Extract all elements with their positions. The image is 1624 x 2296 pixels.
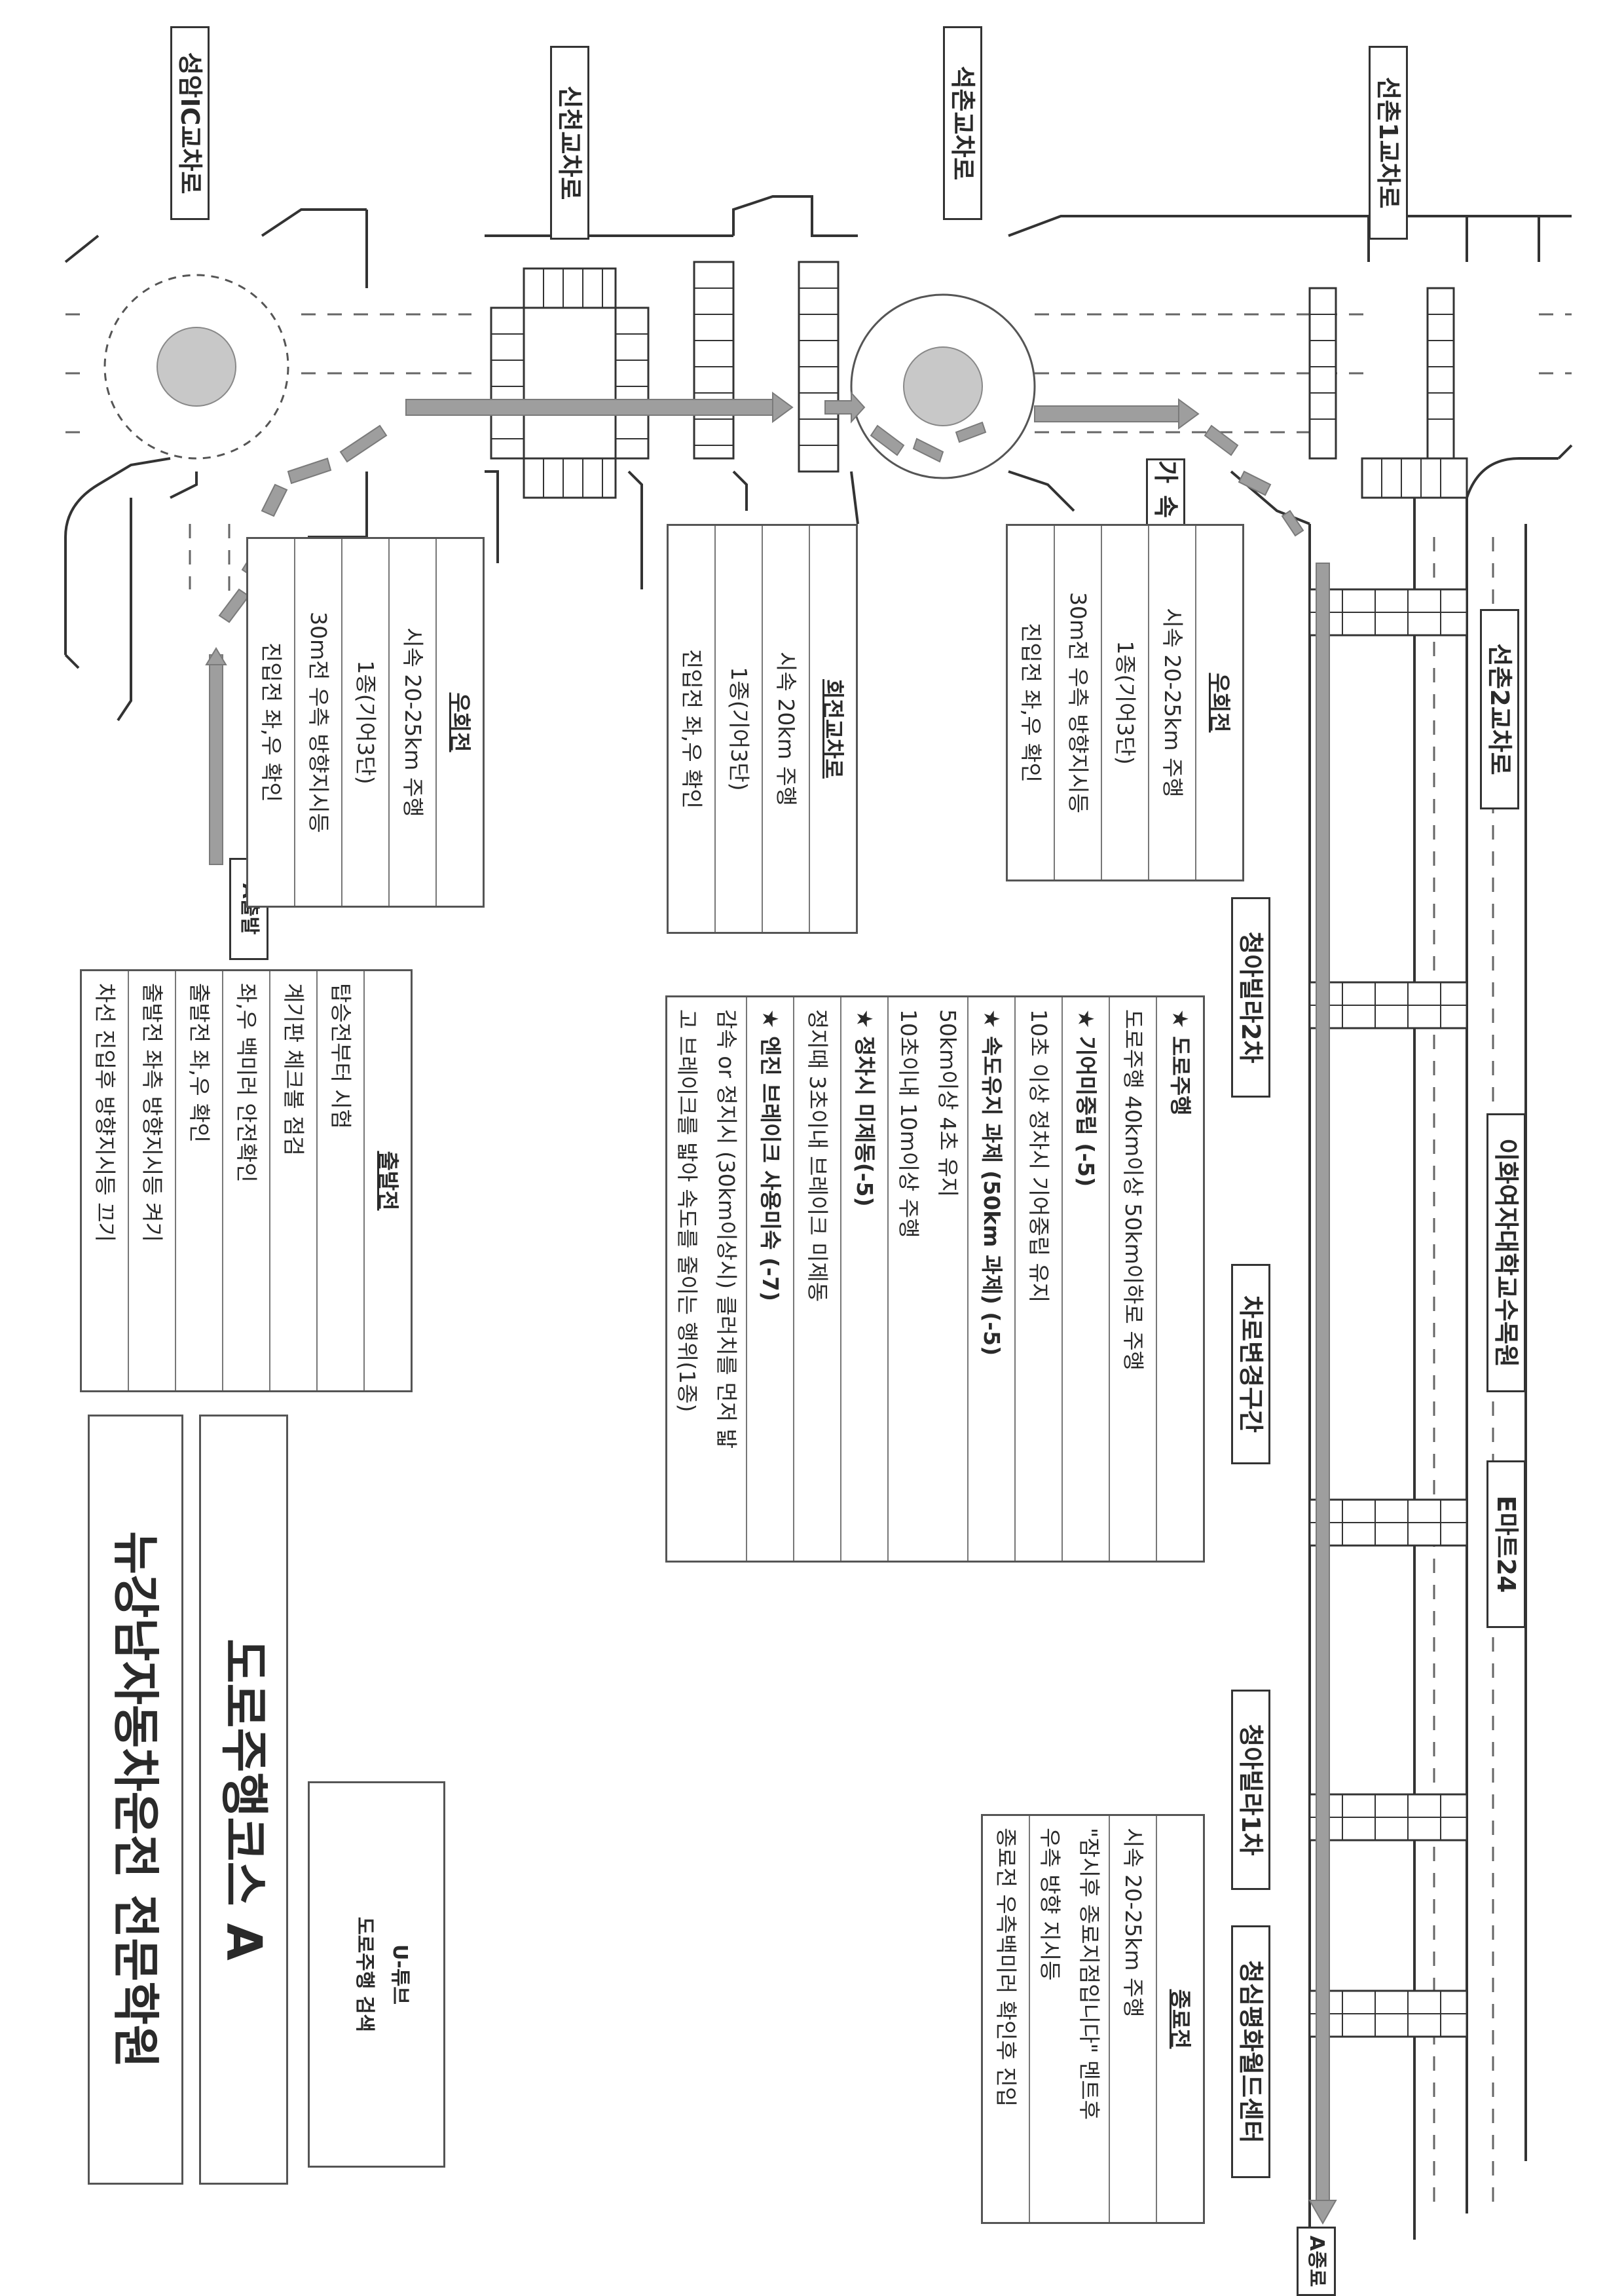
- roundabout-line-3: 진입전 좌,우 확인: [679, 649, 705, 809]
- turn-right-box-1: 우회전 시속 20-25km 주행 1종(기어3단) 30m전 우측 방향지시등…: [246, 537, 485, 908]
- turn-right-2-line-4: 진입전 좌,우 확인: [1018, 623, 1044, 783]
- label-emart: E마트24: [1486, 1460, 1526, 1628]
- before-start-line-4: 출발전 좌,우 확인: [175, 971, 222, 1390]
- label-ewha: 이화여자대학교수목원: [1486, 1113, 1526, 1392]
- rule-1-line-1: 도로주행 40km이상 50km이하로 주행: [1109, 997, 1156, 1561]
- turn-right-title-2: 우회전: [1195, 526, 1242, 880]
- label-seoul-ic: 성암IC교차로: [170, 26, 210, 220]
- label-cheonga2: 청아빌라2차: [1231, 897, 1270, 1098]
- roundabout-title: 회전교차로: [809, 526, 856, 932]
- turn-right-title-1: 우회전: [435, 539, 483, 906]
- label-seokchon: 석촌교차로: [943, 26, 982, 220]
- label-lane-change: 차로변경구간: [1231, 1264, 1270, 1464]
- label-sinchon: 신천교차로: [550, 46, 589, 240]
- rule-3-line-2: 10초이내 10m이상 주행: [887, 997, 928, 1561]
- roundabout-line-2: 1종(기어3단): [714, 526, 762, 932]
- rule-3-line-1: 50km이상 4초 유지: [935, 1009, 961, 1198]
- youtube-line-1: U-튜브: [388, 1944, 411, 2005]
- turn-right-1-line-2: 1종(기어3단): [341, 539, 388, 906]
- rule-5-title: ★ 엔진 브레이크 사용미숙 (-7): [746, 997, 793, 1561]
- before-start-line-1: 탑승전부터 시험: [316, 971, 363, 1390]
- before-start-line-2: 계기판 체크볼 점검: [269, 971, 316, 1390]
- label-end: A종료: [1297, 2227, 1336, 2296]
- end-title: 종료전: [1156, 1816, 1203, 2222]
- end-line-4: 종료전 우측백미러 확인후 진입: [993, 1828, 1019, 2107]
- before-start-line-6: 차선 진입후 방향지시등 끄기: [92, 983, 118, 1242]
- before-start-box: 출발전 탑승전부터 시험 계기판 체크볼 점검 좌,우 백미러 안전확인 출발전…: [80, 969, 413, 1392]
- rule-2-title: ★ 기어미중립 (-5): [1061, 997, 1109, 1561]
- roundabout-box: 회전교차로 시속 20km 주행 1종(기어3단) 진입전 좌,우 확인: [667, 524, 858, 934]
- turn-right-2-line-2: 1종(기어3단): [1101, 526, 1148, 880]
- turn-right-2-line-3: 30m전 우측 방향지시등: [1054, 526, 1101, 880]
- school-name: 뉴강남자동차운전 전문학원: [88, 1415, 183, 2185]
- end-box: 종료전 시속 20-25km 주행 "잠시후 종료지점입니다" 멘트후 우측 방…: [981, 1814, 1205, 2224]
- label-center: 청심평화월드센터: [1231, 1925, 1270, 2178]
- roundabout-line-1: 시속 20km 주행: [762, 526, 809, 932]
- turn-right-1-line-3: 30m전 우측 방향지시등: [294, 539, 341, 906]
- rules-box: ★ 도로주행 도로주행 40km이상 50km이하로 주행 ★ 기어미중립 (-…: [665, 995, 1205, 1563]
- label-seonchon2: 선촌2교차로: [1480, 609, 1519, 809]
- before-start-line-3: 좌,우 백미러 안전확인: [222, 971, 269, 1390]
- end-line-1: 시속 20-25km 주행: [1109, 1816, 1156, 2222]
- before-start-title: 출발전: [363, 971, 411, 1390]
- turn-right-1-line-1: 시속 20-25km 주행: [388, 539, 435, 906]
- rule-1-title: ★ 도로주행: [1156, 997, 1203, 1561]
- rule-3-title: ★ 속도유지 과제 (50km 과제) (-5): [967, 997, 1014, 1561]
- rule-2-line-1: 10초 이상 정차시 기어중립 유지: [1014, 997, 1061, 1561]
- label-seonchon1: 선촌1교차로: [1369, 46, 1408, 240]
- rule-5-line-1: 감속 or 정지시 (30km이상시) 클러치를 먼저 밟: [714, 1009, 739, 1449]
- youtube-box: U-튜브 도로주행 검색: [308, 1781, 445, 2168]
- course-title: 도로주행코스 A: [199, 1415, 288, 2185]
- rule-4-line-1: 정지때 3초이내 브레이크 미제동: [793, 997, 840, 1561]
- rule-5-line-2: 고 브레이크를 밟아 속도를 줄이는 행위(1종): [674, 1009, 700, 1413]
- end-line-2: "잠시후 종료지점입니다" 멘트후: [1077, 1828, 1102, 2120]
- turn-right-1-line-4: 진입전 좌,우 확인: [259, 642, 284, 802]
- label-cheonga1: 청아빌라1차: [1231, 1690, 1270, 1890]
- before-start-line-5: 출발전 좌측 방향지시등 켜기: [128, 971, 175, 1390]
- end-line-3: 우측 방향 지시등: [1029, 1816, 1069, 2222]
- turn-right-2-line-1: 시속 20-25km 주행: [1148, 526, 1195, 880]
- youtube-line-2: 도로주행 검색: [353, 1916, 376, 2033]
- turn-right-box-2: 우회전 시속 20-25km 주행 1종(기어3단) 30m전 우측 방향지시등…: [1006, 524, 1244, 881]
- rule-4-title: ★ 정차시 미제동(-5): [840, 997, 887, 1561]
